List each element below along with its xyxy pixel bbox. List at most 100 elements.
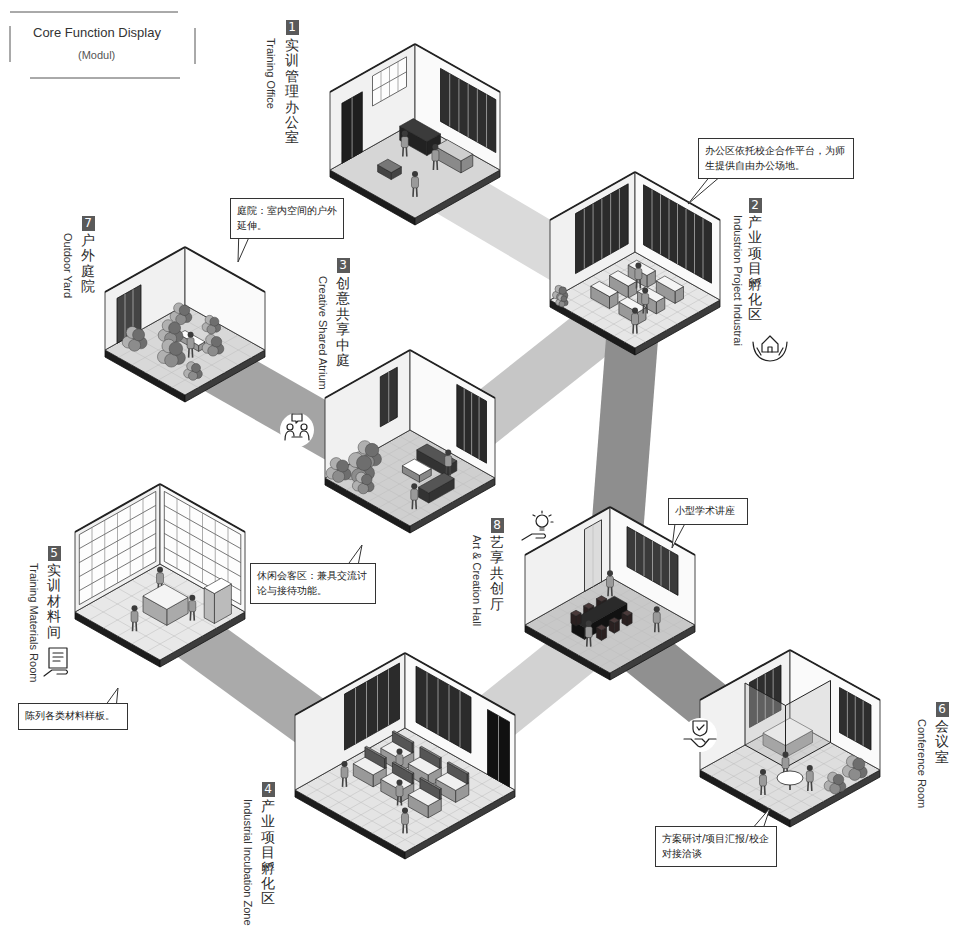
window-mullion [464,389,465,451]
room-module: 6会议室Conference Room [748,749,832,791]
shelf-col [189,506,190,576]
module-name-zh: 艺享共创厅 [490,535,504,612]
window-mullion [458,79,459,132]
furniture [420,777,441,789]
furniture [447,762,468,774]
plant-leaf [357,456,372,471]
furniture [402,459,431,475]
person-legs [587,637,591,647]
glass-partition [745,683,786,768]
window-mullion [498,716,499,781]
icon-backing [280,413,314,447]
window-mullion [652,190,653,250]
callout-tails [107,178,771,827]
person-head [157,567,163,573]
person-body [396,786,403,797]
module-name-en: Art & Creation Hall [470,535,483,626]
furniture [656,276,683,291]
person-head [783,752,789,758]
person-legs [413,187,417,197]
window-mullion [352,98,353,158]
window [457,384,487,463]
furniture [392,762,413,774]
person-head [397,749,403,755]
plant-leaf [337,460,349,472]
window-mullion [460,691,461,747]
room-wall [295,653,405,790]
window [342,92,362,164]
plant-leaf [559,287,567,295]
window [488,710,510,787]
furniture [447,763,467,784]
callout-tail [672,524,685,549]
room-wall [405,653,515,790]
shelf-col [117,513,118,583]
person-body [642,293,649,304]
window-mullion [635,531,636,571]
person-legs [636,278,640,288]
floor-tile [723,758,813,808]
shelf-col [177,499,178,569]
module-number: 3 [337,258,350,273]
handshake-icon [683,718,717,752]
floor-tile [624,294,709,342]
window-mullion [863,701,864,746]
room-illustration [330,44,500,225]
plant-leaf [561,296,567,302]
wall-cap [410,350,495,398]
person-body [402,813,409,824]
window-mullion [669,199,670,259]
room-module: 3创意共享中庭Creative Shared Atrium [370,458,450,498]
glass-partition [786,681,831,768]
room-illustration [700,650,880,827]
window-mullion [468,84,469,137]
diagram-title: Core Function Display [33,25,161,40]
person-legs [403,823,407,833]
bulb [536,515,548,527]
room-illustration [525,507,695,680]
hands-shape [753,342,787,361]
room-module: 2产业项目孵化区Industrion Project Industrai [595,280,675,320]
plant-leaf [211,337,222,348]
window-mullion [471,393,472,455]
room-illustrations [75,44,880,859]
window [441,68,496,152]
person-legs [808,781,812,791]
shelf-col [143,499,144,569]
person-head [635,262,641,268]
person-body [157,573,164,584]
shelf-col [389,66,390,96]
person-head [397,780,403,786]
window-mullion [593,204,594,264]
furniture [610,271,637,286]
shelf-col [130,506,131,576]
person-legs [343,777,347,787]
furniture [204,578,231,593]
module-name-en: Industrion Project Industrai [731,215,744,346]
room-wall [410,350,495,478]
person-legs [190,611,194,621]
module-name-en: Training Office [264,38,277,109]
module-number: 2 [749,198,762,213]
person-legs [608,586,612,596]
person-body [131,611,138,622]
callout-text: 庭院：室内空间的户外延伸。 [237,204,337,233]
furniture [419,473,455,493]
module-number: 4 [262,782,275,797]
module-name-zh: 实训管理办公室 [285,38,299,146]
hand-outline [44,670,68,676]
window-mullion [644,536,645,576]
window-mullion [125,294,126,339]
person-head [586,621,592,627]
callout-tail [348,545,362,564]
bulb-base [540,528,544,530]
head-outline [287,424,293,430]
person-legs [189,348,193,358]
person-body [445,456,452,467]
module-name-en: Creative Shared Atrium [316,276,329,390]
furniture [143,584,188,609]
person-head [411,483,417,489]
shelf-col [202,513,203,583]
plant-leaf [365,443,379,457]
